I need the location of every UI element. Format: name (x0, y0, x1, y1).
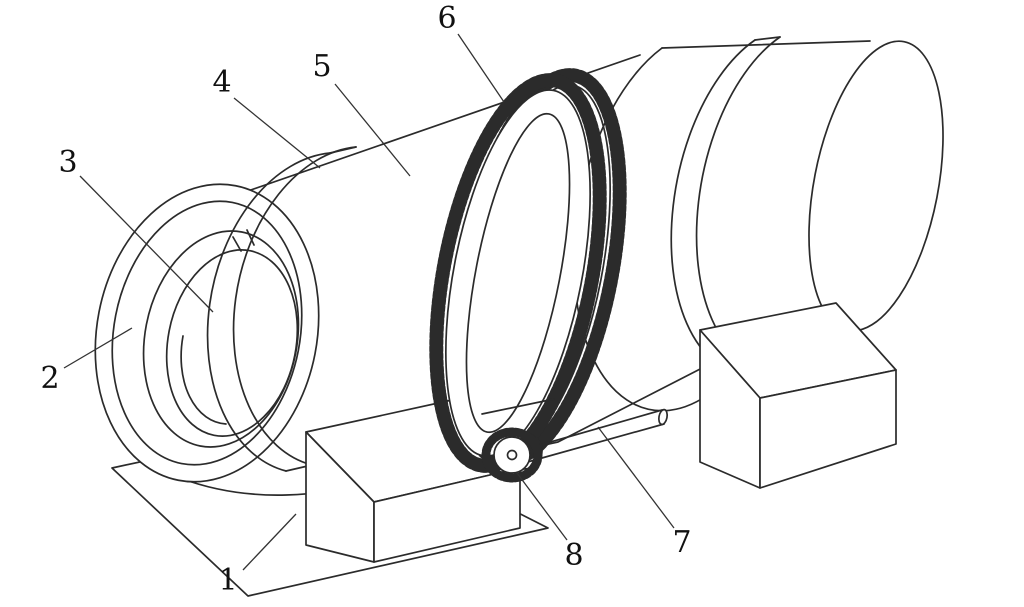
pinion-hub (506, 449, 518, 461)
leader-line-3 (79, 175, 214, 313)
callout-2: 2 (40, 361, 59, 396)
riding-ring-left (206, 146, 357, 472)
leader-line-1 (242, 513, 297, 571)
drum-top-edge (661, 40, 871, 49)
leader-lines (63, 33, 675, 571)
shaft-top-line (525, 409, 663, 450)
shaft-bottom-line (523, 423, 665, 464)
callout-8: 8 (564, 538, 583, 573)
pinion-body (493, 436, 531, 474)
ring-left-front-arc (206, 152, 331, 472)
leader-line-2 (63, 327, 133, 369)
pinion-gear (481, 427, 543, 483)
support-right-right-face (759, 369, 897, 489)
drive-shaft (523, 408, 669, 464)
support-base-right (699, 302, 897, 489)
ring-left-back-arc (232, 146, 357, 466)
sleeve-top-notch (232, 229, 255, 252)
callout-numbers: 1 2 3 4 5 6 7 8 (40, 1, 691, 598)
leader-line-8 (516, 472, 568, 541)
leader-line-6 (457, 33, 505, 103)
inner-sleeve-back-rim (165, 249, 299, 437)
support-left-right-face (373, 467, 521, 563)
shaft-end-cap (657, 408, 669, 426)
shell-edge-through-gear (481, 398, 555, 415)
gear-front-teeth (429, 73, 607, 473)
right-drum-section (573, 40, 944, 412)
callout-6: 6 (437, 1, 456, 36)
drum-body-fill (662, 42, 864, 392)
callout-1: 1 (218, 563, 237, 598)
sleeve-bore-arc (180, 335, 227, 425)
end-wall-inner-rim (111, 200, 303, 466)
pinion-teeth (481, 427, 543, 483)
callout-3: 3 (58, 145, 77, 180)
callout-5: 5 (312, 49, 331, 84)
leader-line-7 (597, 426, 675, 529)
leader-line-5 (334, 83, 411, 177)
gear-inner-edge (465, 112, 571, 434)
callout-4: 4 (212, 65, 231, 100)
leader-line-4 (233, 97, 321, 169)
callout-7: 7 (672, 525, 691, 560)
